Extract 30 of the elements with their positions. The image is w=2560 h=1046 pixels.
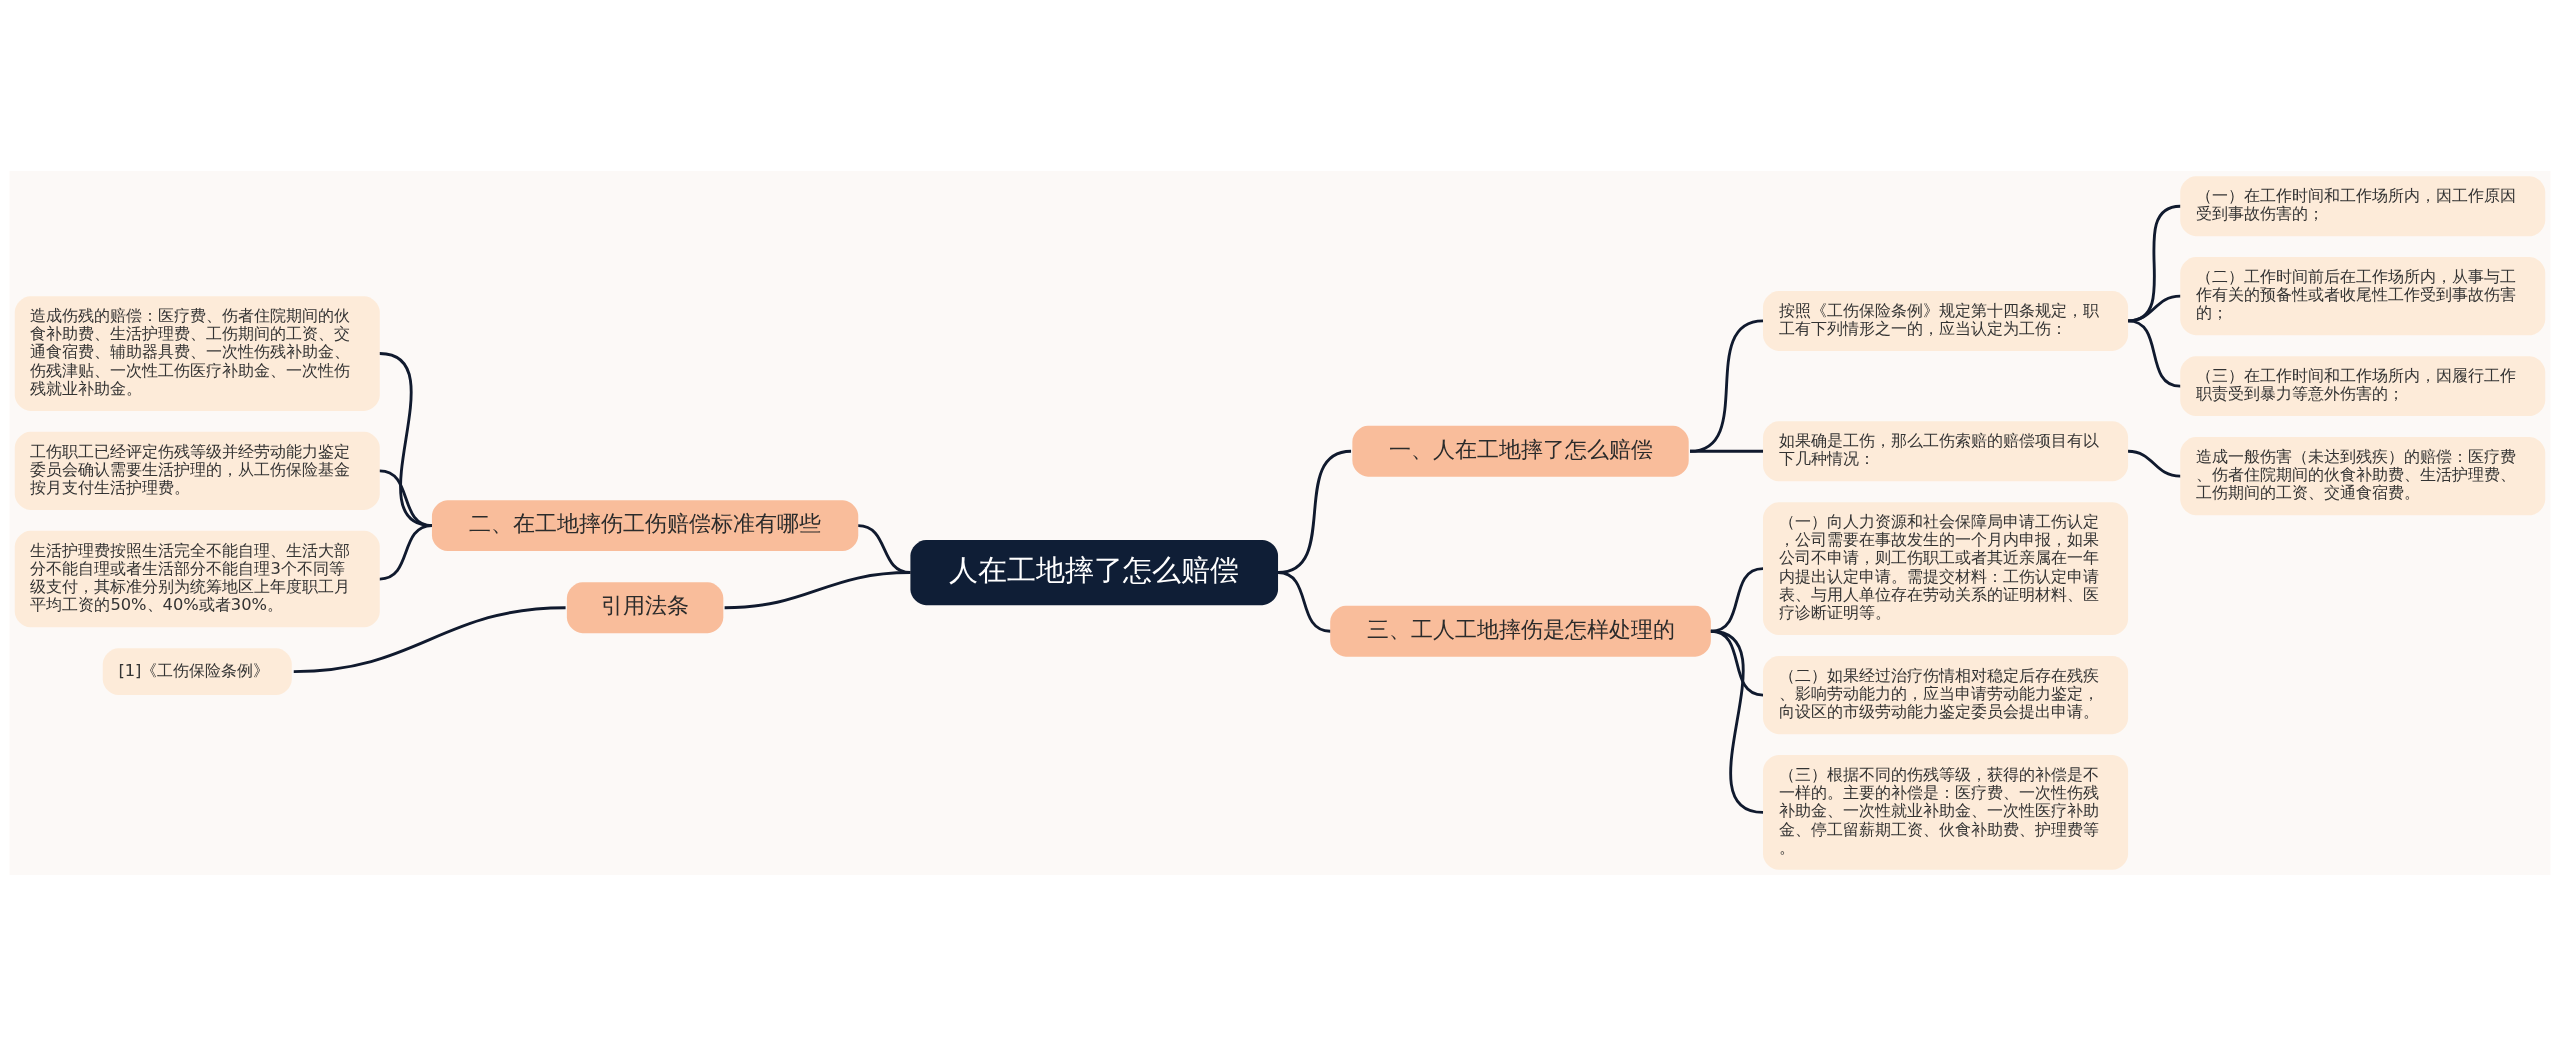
node-box: [1]《工伤保险条例》 <box>102 648 292 696</box>
node-box: 三、工人工地摔伤是怎样处理的 <box>1330 605 1711 657</box>
connector <box>2127 449 2181 478</box>
node-box: 如果确是工伤，那么工伤索赔的赔偿项目有以下几种情况： <box>1763 421 2129 482</box>
node-box: （一）在工作时间和工作场所内，因工作原因受到事故伤害的； <box>2180 176 2546 237</box>
node-box: （三）在工作时间和工作场所内，因履行工作职责受到暴力等意外伤害的； <box>2180 356 2546 417</box>
connector <box>2127 204 2181 323</box>
node-box: 生活护理费按照生活完全不能自理、生活大部分不能自理或者生活部分不能自理3个不同等级支付，其标准分别为统筹地区上年度职工月平均工资的50%、40%或者30%。 <box>14 530 380 628</box>
node-box: 造成一般伤害（未达到残疾）的赔偿：医疗费、伤者住院期间的伙食补助费、生活护理费、工伤期间的工资、交通食宿费。 <box>2180 436 2546 516</box>
connector <box>1277 571 1331 633</box>
connector <box>724 571 911 610</box>
connector <box>2127 319 2181 388</box>
connector <box>1710 629 1764 814</box>
connector <box>379 524 433 581</box>
connector <box>2127 294 2181 323</box>
node-box: （一）向人力资源和社会保障局申请工伤认定，公司需要在事故发生的一个月内申报，如果公司不申请，则工伤职工或者其近亲属在一年内提出认定申请。需提交材料：工伤认定申请表、与用人单位存在劳动关系的证明材料、医疗诊断证明等。 <box>1763 502 2129 636</box>
connector <box>1690 449 1763 453</box>
node-box: （二）工作时间前后在工作场所内，从事与工作有关的预备性或者收尾性工作受到事故伤害的； <box>2180 257 2546 336</box>
node-box: 一、人在工地摔了怎么赔偿 <box>1352 425 1689 477</box>
connector <box>1710 567 1764 633</box>
node-box: 引用法条 <box>566 582 724 634</box>
node-box: 按照《工伤保险条例》规定第十四条规定，职工有下列情形之一的，应当认定为工伤： <box>1763 290 2129 351</box>
node-box: 人在工地摔了怎么赔偿 <box>910 539 1279 606</box>
node-box: （二）如果经过治疗伤情相对稳定后存在残疾、影响劳动能力的，应当申请劳动能力鉴定，向设区的市级劳动能力鉴定委员会提出申请。 <box>1763 656 2129 735</box>
node-box: 造成伤残的赔偿：医疗费、伤者住院期间的伙食补助费、生活护理费、工伤期间的工资、交通食宿费、辅助器具费、一次性伤残补助金、伤残津贴、一次性工伤医疗补助金、一次性伤残就业补助金。 <box>14 296 380 411</box>
connector <box>293 606 566 674</box>
connector <box>1689 319 1764 453</box>
node-box: （三）根据不同的伤残等级，获得的补偿是不一样的。主要的补偿是：医疗费、一次性伤残补助金、一次性就业补助金、一次性医疗补助金、停工留薪期工资、伙食补助费、护理费等。 <box>1763 755 2129 870</box>
node-box: 工伤职工已经评定伤残等级并经劳动能力鉴定委员会确认需要生活护理的，从工伤保险基金按月支付生活护理费。 <box>14 431 380 510</box>
node-box: 二、在工地摔伤工伤赔偿标准有哪些 <box>431 500 859 552</box>
